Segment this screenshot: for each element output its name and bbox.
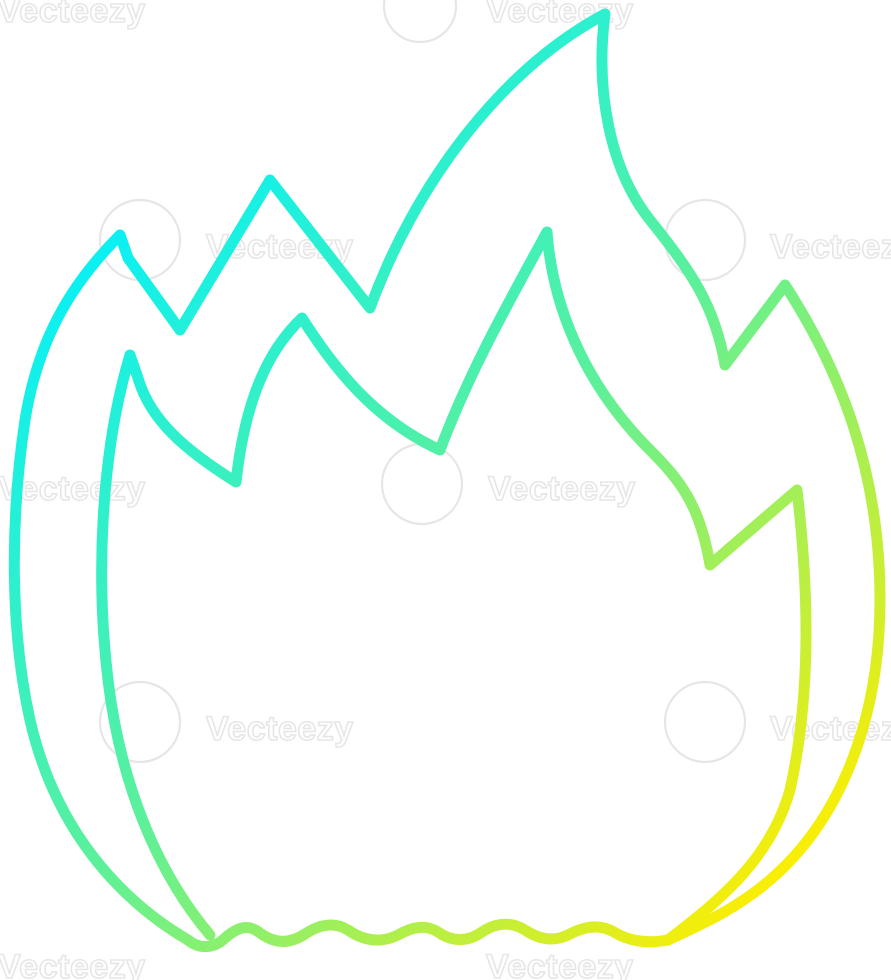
inner-flame-outline [96,226,812,946]
watermark-text: Vecteezy [486,948,634,980]
watermark-text: Vecteezy [486,0,634,30]
watermark-text: Vecteezy [0,948,146,980]
watermark-logo-icon [382,0,458,44]
watermark-text: Vecteezy [488,470,636,508]
watermark-text: Vecteezy [770,710,891,748]
flame-illustration [8,8,886,952]
watermark-logo-icon [98,680,182,764]
watermark-logo-icon [663,198,747,282]
watermark-row-top: Vecteezy Vecteezy [0,0,634,44]
outer-flame-outline [8,8,886,946]
watermark-text: Vecteezy [0,470,146,508]
watermark-text: Vecteezy [0,0,146,30]
watermark-text: Vecteezy [206,710,354,748]
watermark-row-bottom: Vecteezy Vecteezy [0,947,634,980]
watermark-text: Vecteezy [770,228,891,266]
watermark-row-3: Vecteezy Vecteezy [98,680,891,764]
watermark-logo-icon [380,442,464,526]
flame-base-wave [182,918,674,952]
watermark-row-2: Vecteezy Vecteezy [0,442,636,526]
watermark-logo-icon [663,680,747,764]
